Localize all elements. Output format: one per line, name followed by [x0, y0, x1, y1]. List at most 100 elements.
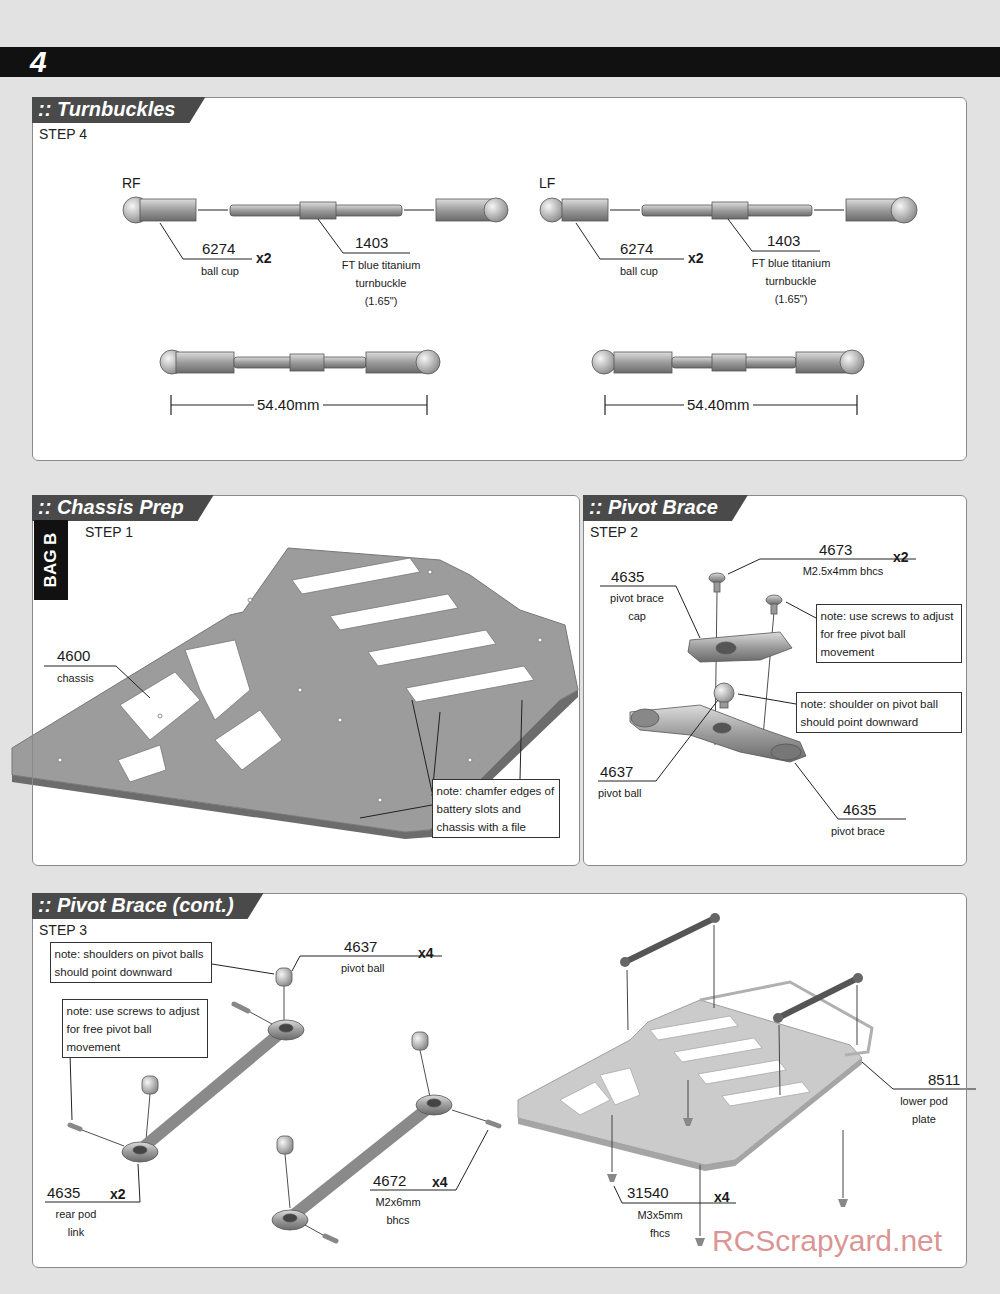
chassis-assembly [627, 970, 628, 1030]
label-slot: 1403 [767, 232, 800, 250]
label-slot: x4 [714, 1188, 730, 1206]
chassis-assembly [698, 1060, 786, 1084]
chassis-assembly [650, 1016, 738, 1040]
turnbuckle-parts [290, 354, 324, 371]
chassis-assembly [857, 985, 858, 1045]
callout-number: 4673 [819, 541, 852, 558]
callout-number: 1403 [355, 234, 388, 251]
rear-pod-link [272, 1210, 308, 1230]
quantity: x4 [714, 1189, 730, 1205]
leader-line [70, 1054, 72, 1120]
turnbuckle-parts [123, 197, 917, 374]
dimension-line [426, 395, 427, 415]
step-panel: :: Pivot BraceSTEP 2note: use screws to … [583, 495, 967, 866]
step-slot: STEP 2 [590, 523, 638, 541]
leader-line [598, 700, 718, 781]
turnbuckle-parts [540, 198, 564, 222]
label-slot: pivot ball [341, 958, 384, 976]
chassis-assembly [674, 1038, 762, 1062]
rear-pod-link [122, 1142, 158, 1162]
pivot-brace-parts [713, 723, 731, 733]
turnbuckle-parts [614, 352, 672, 373]
watermark: RCScrapyard.net [712, 1224, 942, 1257]
label-slot: x4 [418, 944, 434, 962]
rear-pod-link [276, 968, 292, 986]
label-slot: pivot brace cap [604, 588, 670, 624]
section-heading-tab: :: Pivot Brace [583, 495, 748, 521]
panel-ground [583, 495, 967, 866]
turnbuckle-parts [712, 202, 748, 219]
rear-pod-link [250, 1012, 272, 1024]
chassis-assembly [700, 1165, 701, 1236]
chassis-plate [118, 745, 166, 782]
rear-pod-link [325, 1236, 336, 1241]
part-name: FT blue titanium turnbuckle (1.65") [752, 257, 831, 305]
chassis-plate [158, 714, 162, 718]
label-slot: M2.5x4mm bhcs [801, 561, 885, 579]
label-slot: 4635 [611, 568, 644, 586]
pivot-brace-parts [766, 595, 782, 605]
note-text: note: chamfer edges of battery slots and… [437, 785, 555, 833]
callout-number: 8511 [928, 1071, 960, 1088]
leader-line [786, 602, 816, 618]
part-name: pivot ball [341, 962, 384, 974]
chassis-assembly [843, 1130, 844, 1198]
side-label: LF [539, 175, 555, 191]
turnbuckle-parts [484, 198, 508, 222]
chassis-plate [338, 718, 342, 722]
label-slot: FT blue titanium turnbuckle (1.65") [749, 253, 833, 307]
dimension-line [856, 395, 857, 415]
pivot-brace-parts [716, 642, 736, 654]
chassis-assembly [710, 913, 720, 923]
label-slot: x2 [688, 249, 704, 267]
leader-line [404, 210, 434, 211]
chassis-plate [538, 638, 542, 642]
label-slot: 8511 [928, 1071, 960, 1089]
turnbuckle-parts [891, 197, 917, 223]
turnbuckle-parts [592, 350, 616, 374]
quantity: x2 [256, 250, 272, 266]
chassis-assembly [612, 1115, 613, 1172]
label-slot: 31540 [627, 1184, 669, 1202]
part-name: M2.5x4mm bhcs [803, 565, 884, 577]
chassis-assembly [838, 1199, 848, 1207]
quantity: x2 [688, 250, 704, 266]
page-number-bar: 4 [0, 47, 1000, 77]
leader-line [212, 964, 274, 974]
label-slot: 4637 [344, 938, 377, 956]
rear-pod-link [416, 1095, 452, 1115]
label-slot: 1403 [355, 234, 388, 252]
label-slot: FT blue titanium turnbuckle (1.65") [339, 255, 423, 309]
chassis-plate [292, 558, 420, 594]
part-name: M3x5mm fhcs [637, 1209, 682, 1239]
leader-line [520, 700, 522, 779]
quantity: x2 [893, 549, 909, 565]
dimension: 54.40mm [254, 396, 323, 413]
chassis-assembly [600, 1068, 640, 1105]
leader-line [318, 219, 410, 253]
side-label: RF [122, 175, 141, 191]
section-heading: :: Pivot Brace (cont.) [38, 894, 234, 916]
chassis-assembly [620, 957, 630, 967]
chassis-assembly [560, 1082, 610, 1115]
leader-line [795, 763, 906, 819]
callout-number: 1403 [767, 232, 800, 249]
turnbuckle-parts [840, 350, 864, 374]
leader-line [738, 694, 796, 704]
label-slot: RCScrapyard.net [712, 1224, 942, 1258]
label-slot: 4635 [47, 1184, 80, 1202]
leader-line [610, 210, 640, 211]
callout-number: 4635 [843, 801, 876, 818]
rear-pod-link [305, 1225, 323, 1235]
label-slot: x2 [110, 1185, 126, 1203]
section-heading: :: Turnbuckles [38, 98, 175, 120]
chassis-assembly [853, 973, 863, 983]
leader-line [614, 1062, 976, 1203]
panel-ground [32, 97, 967, 1268]
chassis-plate [298, 688, 302, 692]
rear-pod-link [420, 1050, 430, 1097]
part-name: pivot ball [598, 787, 641, 799]
section-heading: :: Pivot Brace [589, 496, 718, 518]
callout-number: 6274 [620, 240, 653, 257]
part-name: ball cup [201, 265, 239, 277]
